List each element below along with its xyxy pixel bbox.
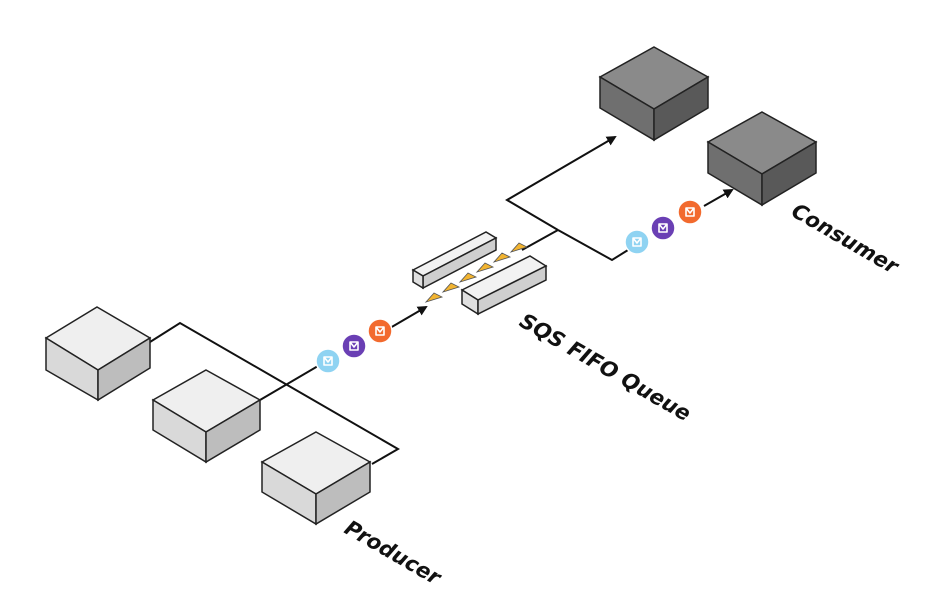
producer-box-2: [151, 369, 262, 464]
message-icon-purple: [341, 333, 367, 359]
message-icon-light-blue-out: [624, 229, 650, 255]
consumer-label: Consumer: [788, 199, 904, 280]
message-icon-light-blue: [315, 348, 341, 374]
wire-to-consumer-2: [557, 229, 629, 262]
producer-box-1: [44, 306, 152, 402]
sqs-queue: [411, 231, 548, 316]
outgoing-messages: [624, 199, 703, 255]
consumer-wires: [505, 135, 734, 262]
wire-producer-1: [149, 321, 400, 465]
wire-to-consumer-1: [505, 135, 617, 231]
wire-from-queue: [521, 229, 559, 251]
wire-producer-2: [259, 365, 319, 401]
consumer-box-1: [598, 46, 710, 142]
producer-wires: [149, 305, 428, 465]
wire-to-consumer-2-arrow: [703, 189, 734, 207]
message-icon-purple-out: [650, 215, 676, 241]
queue-top-rail: [411, 231, 498, 290]
message-icon-orange: [367, 318, 393, 344]
queue-label: SQS FIFO Queue: [516, 309, 695, 426]
queue-bottom-rail: [460, 255, 548, 316]
queue-arrows: [424, 242, 529, 303]
producer-label: Producer: [341, 516, 447, 591]
consumer-box-2: [706, 111, 818, 207]
incoming-messages: [315, 318, 393, 374]
producer-box-3: [260, 431, 372, 526]
message-icon-orange-out: [677, 199, 703, 225]
wire-to-queue: [389, 305, 428, 329]
